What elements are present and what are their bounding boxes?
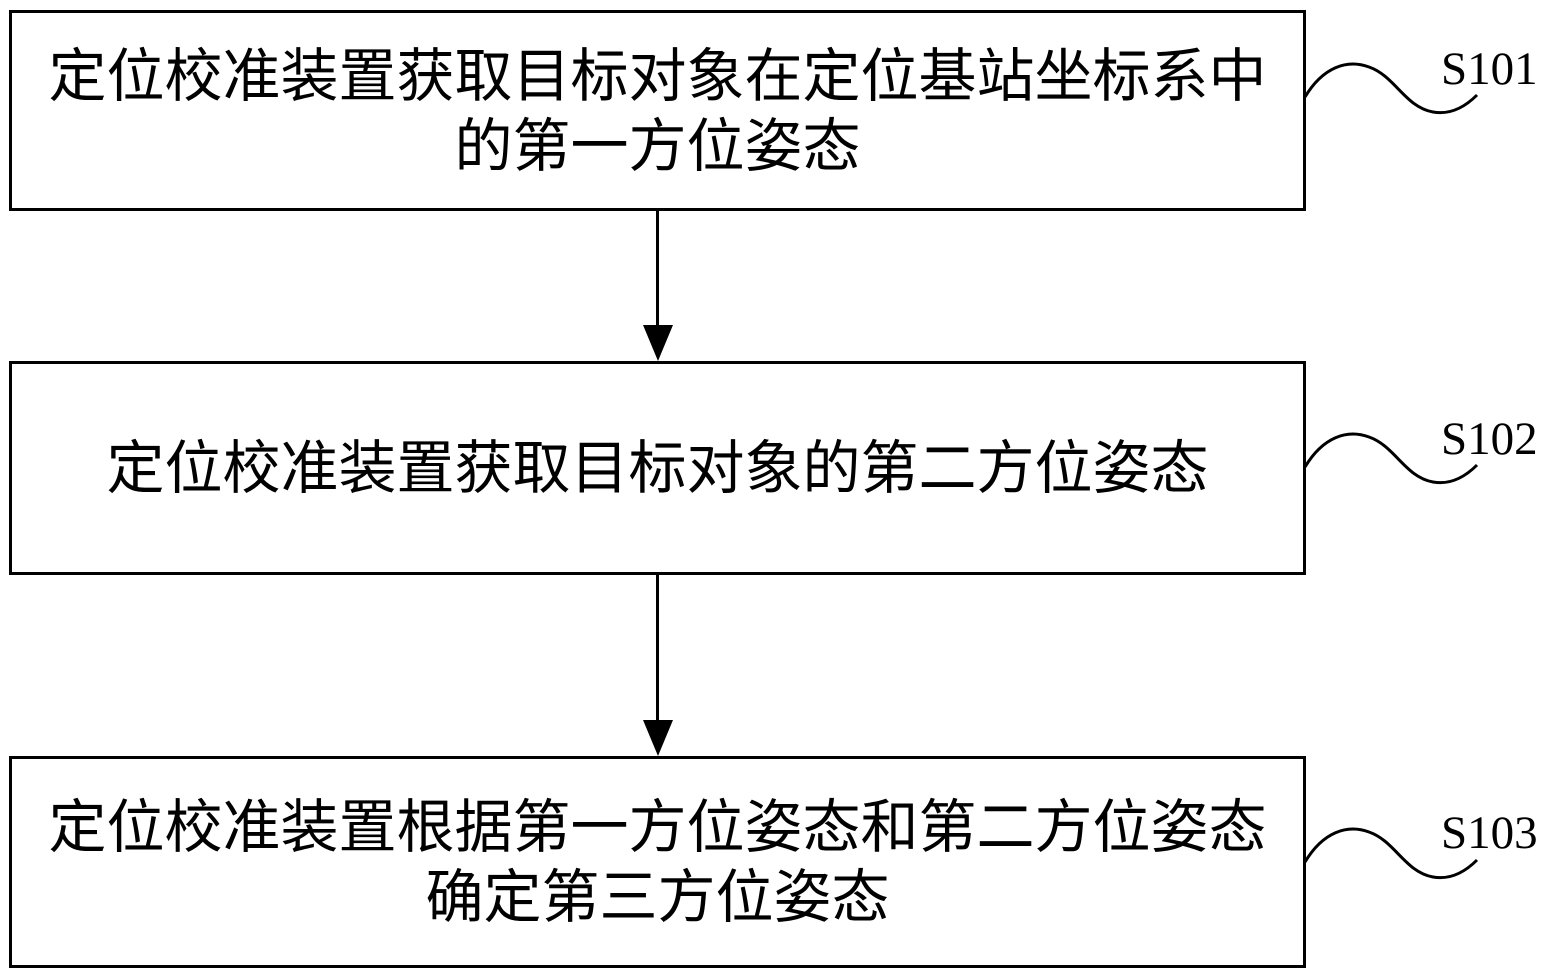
- step-label-s103: S103: [1441, 807, 1538, 859]
- step-box-s102: 定位校准装置获取目标对象的第二方位姿态: [9, 361, 1306, 575]
- squiggle-connector-icon: [1303, 62, 1479, 115]
- step-box-s101: 定位校准装置获取目标对象在定位基站坐标系中 的第一方位姿态: [9, 10, 1306, 211]
- step-label-s102: S102: [1441, 413, 1538, 465]
- step-s102-text-line-1: 定位校准装置获取目标对象的第二方位姿态: [106, 434, 1209, 502]
- arrow-shaft: [656, 211, 659, 325]
- step-box-s103: 定位校准装置根据第一方位姿态和第二方位姿态 确定第三方位姿态: [9, 756, 1306, 968]
- step-s101-text-line-1: 定位校准装置获取目标对象在定位基站坐标系中: [48, 41, 1267, 110]
- step-s101-text-line-2: 的第一方位姿态: [454, 111, 861, 180]
- squiggle-connector-icon: [1303, 432, 1479, 485]
- arrow-shaft: [656, 575, 659, 720]
- flow-arrow-2: [642, 575, 673, 756]
- step-label-s101: S101: [1441, 43, 1538, 95]
- arrow-down-icon: [642, 325, 673, 361]
- arrow-down-icon: [642, 720, 673, 756]
- squiggle-connector-icon: [1303, 827, 1479, 880]
- step-s103-text-line-2: 确定第三方位姿态: [425, 863, 890, 931]
- step-s103-text-line-1: 定位校准装置根据第一方位姿态和第二方位姿态: [48, 793, 1267, 861]
- flow-arrow-1: [642, 211, 673, 361]
